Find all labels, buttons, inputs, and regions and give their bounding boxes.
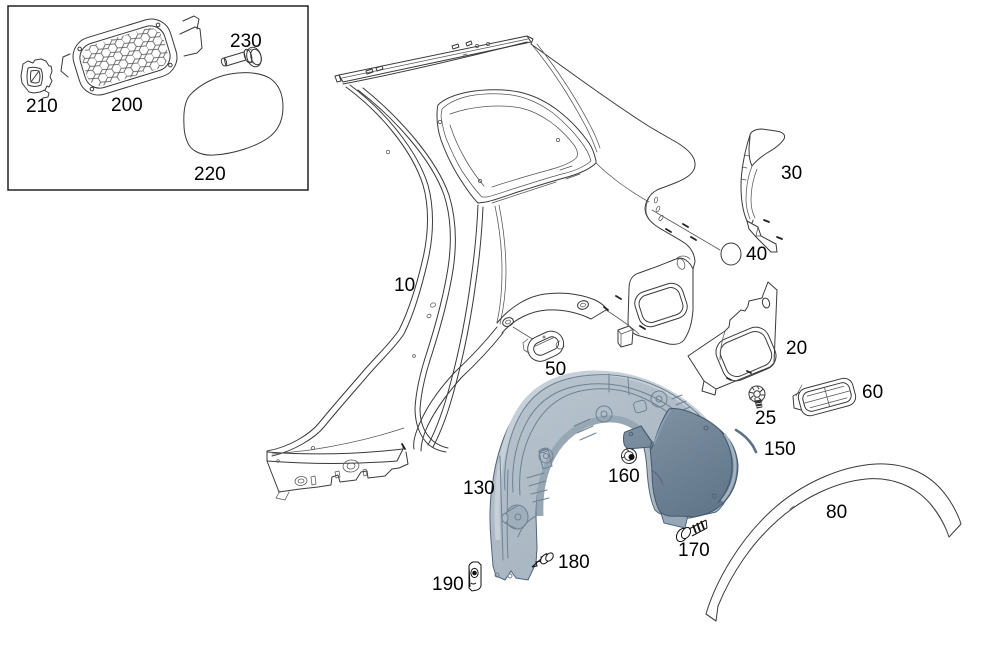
svg-text:20: 20 bbox=[786, 338, 807, 359]
svg-text:230: 230 bbox=[230, 31, 262, 52]
svg-text:150: 150 bbox=[764, 439, 796, 460]
svg-text:180: 180 bbox=[558, 552, 590, 573]
svg-text:30: 30 bbox=[781, 163, 802, 184]
svg-text:25: 25 bbox=[755, 408, 776, 429]
svg-text:130: 130 bbox=[463, 478, 495, 499]
svg-text:60: 60 bbox=[862, 382, 883, 403]
svg-text:220: 220 bbox=[194, 164, 226, 185]
svg-text:210: 210 bbox=[26, 96, 58, 117]
svg-text:10: 10 bbox=[394, 275, 415, 296]
svg-text:80: 80 bbox=[826, 502, 847, 523]
svg-text:160: 160 bbox=[608, 466, 640, 487]
svg-text:200: 200 bbox=[111, 95, 143, 116]
svg-text:170: 170 bbox=[678, 540, 710, 561]
svg-text:190: 190 bbox=[432, 574, 464, 595]
svg-text:50: 50 bbox=[545, 359, 566, 380]
svg-text:40: 40 bbox=[746, 244, 767, 265]
